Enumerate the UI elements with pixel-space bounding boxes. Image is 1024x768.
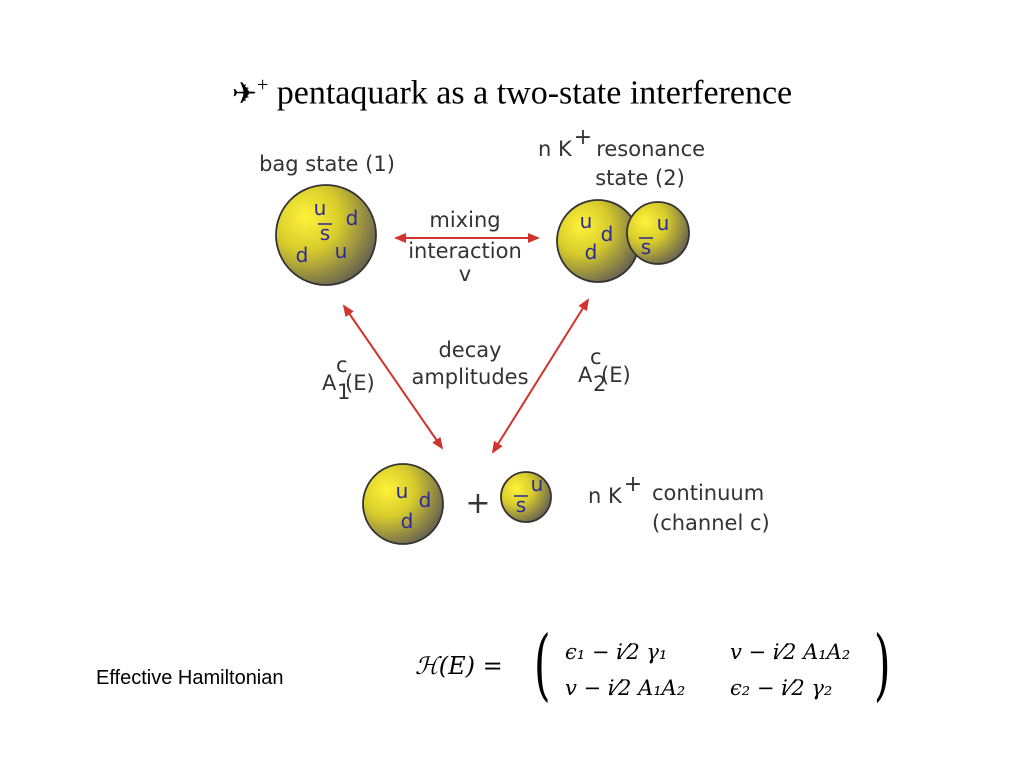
continuum-quark-d2: d [401,509,414,533]
decay-arrow-1 [342,304,444,450]
bag-state-ball: u s d d u [275,184,377,286]
continuum-label: continuum [652,481,764,505]
continuum-kaon-circle [500,471,552,523]
page-title: ✈+ pentaquark as a two-state interferenc… [0,74,1024,112]
bag-quark-sbar: s [320,221,330,245]
continuum-kaon-u: u [531,472,544,496]
title-charge: + [256,74,269,96]
a2-main: A [578,363,593,387]
continuum-nucleon-ball: u d d [362,463,444,545]
effective-hamiltonian-label: Effective Hamiltonian [96,667,284,689]
plus-sign: + [465,486,490,521]
resonance-nk-sup: + [574,125,592,150]
amplitude-a2-label: c A 2 (E) [578,345,631,396]
title-text: pentaquark as a two-state interference [276,74,793,112]
matrix-m12: v − i⁄2 A₁A₂ [730,640,851,664]
matrix-m22: ϵ₂ − i⁄2 γ₂ [730,676,833,700]
interaction-label: interaction [408,239,522,263]
resonance-kaon-ball [626,201,690,265]
theta-symbol: ✈ [231,76,257,112]
amplitudes-label: amplitudes [411,365,528,389]
continuum-nk-text: n K [588,484,623,508]
bag-state-label: bag state (1) [259,152,395,176]
bag-quark-u1: u [314,196,327,220]
left-paren: ( [533,620,551,710]
continuum-quark-u: u [396,479,409,503]
resonance-state-balls: u d d u s [556,199,690,283]
resonance-nk-label: n K+resonance [538,125,705,161]
resonance-quark-d2: d [585,240,598,264]
a2-superscript: c [590,345,602,369]
continuum-nk-sup: + [624,472,642,497]
hamiltonian-equation: ℋ(E) = ( ϵ₁ − i⁄2 γ₁ v − i⁄2 A₁A₂ v − i⁄… [415,626,905,712]
equation-lhs: ℋ(E) = [415,652,503,680]
resonance-nk-text: n K [538,137,573,161]
resonance-word: resonance [596,137,705,161]
bag-quark-d2: d [296,243,309,267]
continuum-nucleon-circle [362,463,444,545]
decay-label: decay [438,338,501,362]
resonance-kaon-sbar: s [641,235,651,259]
mixing-v-label: v [459,262,471,286]
a1-main: A [322,371,337,395]
matrix-m11: ϵ₁ − i⁄2 γ₁ [565,640,668,664]
resonance-quark-d1: d [601,222,614,246]
resonance-nucleon-ball [556,199,640,283]
continuum-quark-d1: d [419,488,432,512]
bag-ball-circle [275,184,377,286]
channel-c-label: (channel c) [652,511,770,535]
continuum-kaon-sbar: s [516,493,526,517]
right-paren: ) [873,620,891,710]
a2-argument: (E) [601,363,631,387]
continuum-kaon-ball: u s [500,471,552,523]
continuum-nk-label: n K+ [588,472,642,508]
mixing-label: mixing [429,208,500,232]
a1-subscript: 1 [337,380,350,404]
bag-quark-d1: d [346,206,359,230]
resonance-state-label: state (2) [595,166,685,190]
bag-quark-u2: u [335,239,348,263]
resonance-kaon-u: u [657,211,670,235]
a1-superscript: c [336,353,348,377]
matrix-m21: v − i⁄2 A₁A₂ [565,676,686,700]
resonance-quark-u: u [580,209,593,233]
a2-subscript: 2 [593,372,606,396]
amplitude-a1-label: c A 1 (E) [322,353,375,404]
decay-arrow-2 [491,298,590,454]
a1-argument: (E) [345,371,375,395]
